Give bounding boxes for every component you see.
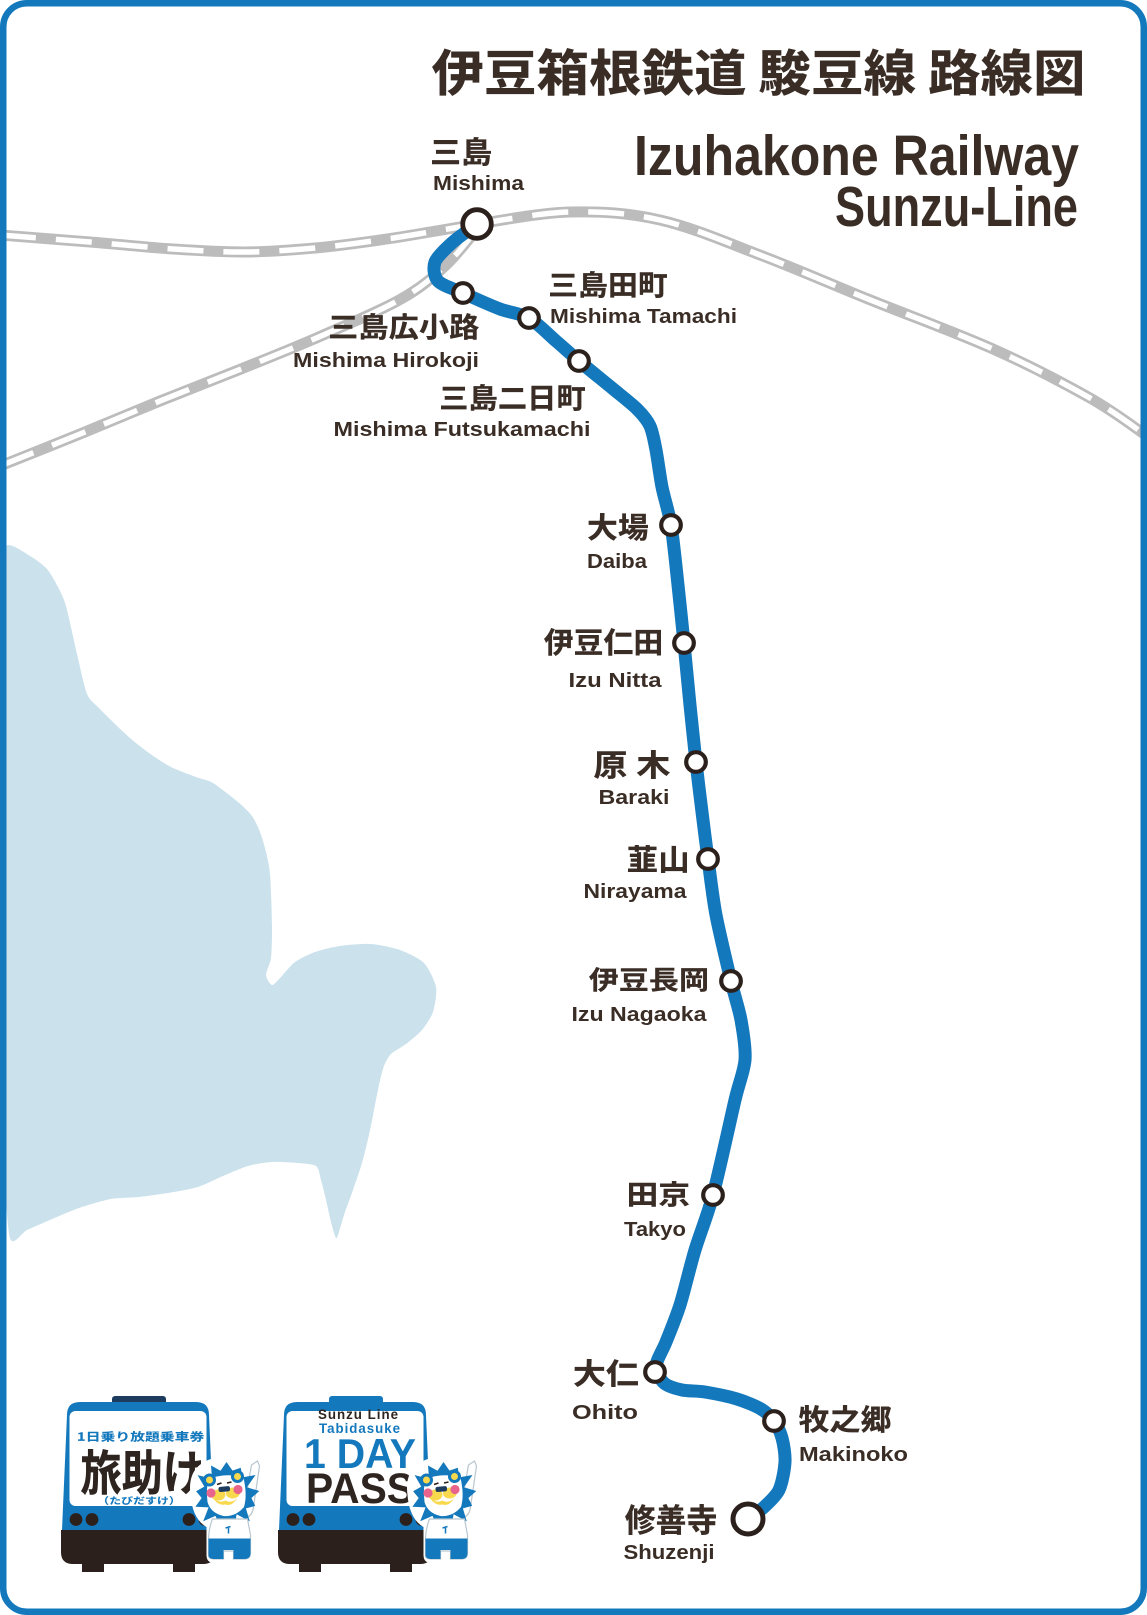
svg-text:Makinoko: Makinoko: [799, 1444, 908, 1466]
svg-text:PASS: PASS: [306, 1465, 414, 1513]
svg-text:Tabidasuke: Tabidasuke: [319, 1421, 401, 1436]
svg-text:Takyo: Takyo: [624, 1219, 686, 1241]
svg-text:Sunzu Line: Sunzu Line: [318, 1407, 399, 1422]
svg-text:Izuhakone Railway: Izuhakone Railway: [634, 124, 1079, 188]
svg-text:Izu Nitta: Izu Nitta: [569, 670, 663, 692]
svg-text:Mishima: Mishima: [433, 173, 525, 195]
svg-text:Mishima Tamachi: Mishima Tamachi: [550, 306, 737, 328]
svg-text:1 DAY: 1 DAY: [304, 1430, 416, 1477]
svg-text:Shuzenji: Shuzenji: [624, 1542, 715, 1564]
svg-text:Baraki: Baraki: [599, 787, 670, 809]
svg-text:Izu Nagaoka: Izu Nagaoka: [572, 1004, 708, 1026]
svg-text:Daiba: Daiba: [587, 551, 648, 573]
svg-text:Ohito: Ohito: [572, 1402, 638, 1424]
svg-text:Nirayama: Nirayama: [584, 881, 688, 903]
svg-text:Sunzu-Line: Sunzu-Line: [835, 175, 1078, 239]
svg-text:Mishima Futsukamachi: Mishima Futsukamachi: [334, 419, 591, 441]
svg-text:Mishima Hirokoji: Mishima Hirokoji: [293, 350, 479, 372]
